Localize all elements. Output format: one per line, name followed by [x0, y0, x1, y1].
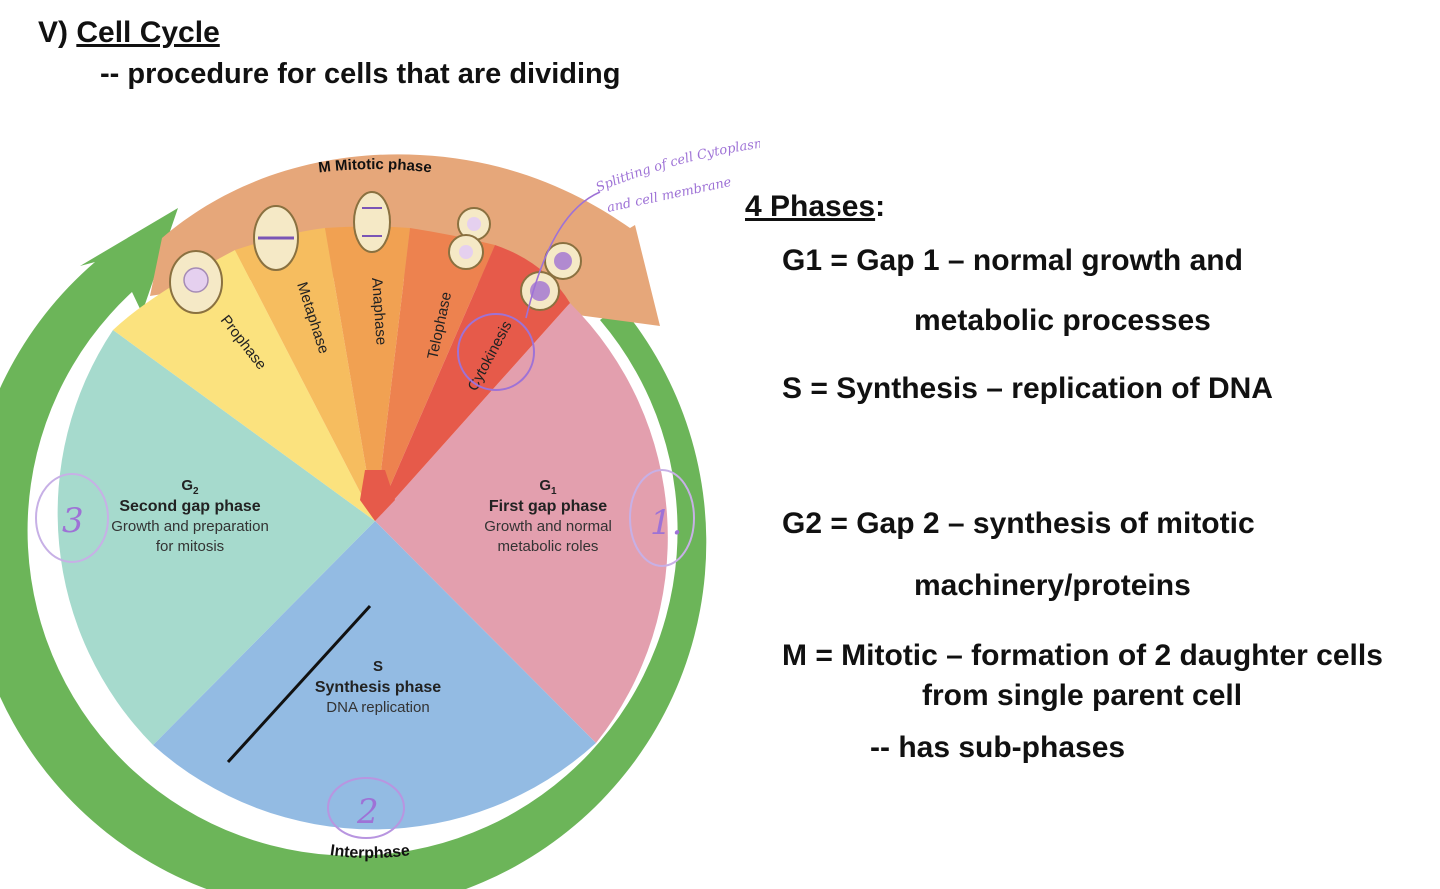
- anaphase-wedge: [325, 226, 410, 521]
- handwritten-circle-g1: [629, 469, 695, 567]
- anaphase-label: Anaphase: [368, 277, 390, 346]
- prophase-cell-icon: [169, 250, 223, 314]
- note-g1-line1: G1 = Gap 1 – normal growth and: [782, 244, 1243, 277]
- note-g1-line2: metabolic processes: [914, 304, 1211, 337]
- notes-title-colon: :: [875, 190, 886, 223]
- heading-subtitle: -- procedure for cells that are dividing: [100, 58, 621, 90]
- interphase-label: Interphase: [329, 842, 411, 862]
- g1-symbol: G1: [539, 477, 557, 497]
- metaphase-cell-icon: [253, 205, 299, 271]
- cell-cycle-diagram: M Mitotic phase Interphase Prophase Meta…: [0, 136, 760, 889]
- handwritten-circle-cytokinesis: [457, 313, 535, 391]
- heading-roman: V): [38, 16, 68, 49]
- g2-name: Second gap phase: [119, 498, 260, 515]
- telophase-cell-icon: [448, 207, 491, 270]
- notes-title-row: 4 Phases:: [745, 190, 885, 224]
- note-g2-line1: G2 = Gap 2 – synthesis of mitotic: [782, 507, 1255, 540]
- page-heading: V) Cell Cycle: [38, 16, 220, 50]
- note-g2-line2: machinery/proteins: [914, 569, 1191, 602]
- s-symbol: S: [373, 658, 383, 675]
- anaphase-cell-icon: [353, 191, 391, 253]
- note-m-line3: -- has sub-phases: [870, 731, 1126, 764]
- center-notch: [360, 470, 395, 521]
- metaphase-wedge: [235, 228, 375, 521]
- handwritten-number-s: 2: [356, 792, 379, 832]
- note-m-line1: M = Mitotic – formation of 2 daughter ce…: [782, 639, 1383, 672]
- s-sector: [153, 521, 596, 830]
- s-name: Synthesis phase: [315, 679, 441, 696]
- g1-desc-line1: Growth and normal: [484, 518, 612, 535]
- g1-desc-line2: metabolic roles: [498, 538, 599, 555]
- g2-desc-line1: Growth and preparation: [111, 518, 269, 535]
- handwritten-circle-g2: [35, 473, 109, 563]
- heading-title: Cell Cycle: [76, 16, 220, 49]
- handwritten-number-g2: 3: [62, 501, 84, 541]
- pen-stroke: [226, 604, 372, 764]
- g1-name: First gap phase: [489, 498, 607, 515]
- svg-text:M Mitotic phase: M Mitotic phase: [317, 156, 432, 177]
- g2-symbol: G2: [181, 477, 199, 497]
- s-desc: DNA replication: [326, 699, 429, 716]
- mitotic-phase-label: M Mitotic phase: [317, 156, 432, 177]
- svg-text:Interphase: Interphase: [329, 842, 411, 862]
- handwritten-circle-s: [327, 777, 405, 839]
- handwritten-number-g1: 1.: [650, 503, 682, 543]
- notes-title: 4 Phases: [745, 190, 876, 223]
- g1-sector: [375, 303, 668, 743]
- prophase-wedge: [113, 250, 375, 521]
- g2-sector: [57, 330, 376, 745]
- telophase-wedge: [375, 228, 495, 521]
- g2-desc-line2: for mitosis: [156, 538, 224, 555]
- note-s-line: S = Synthesis – replication of DNA: [782, 372, 1273, 405]
- handwritten-pointer-line: [525, 191, 601, 319]
- note-m-line2: from single parent cell: [922, 679, 1243, 712]
